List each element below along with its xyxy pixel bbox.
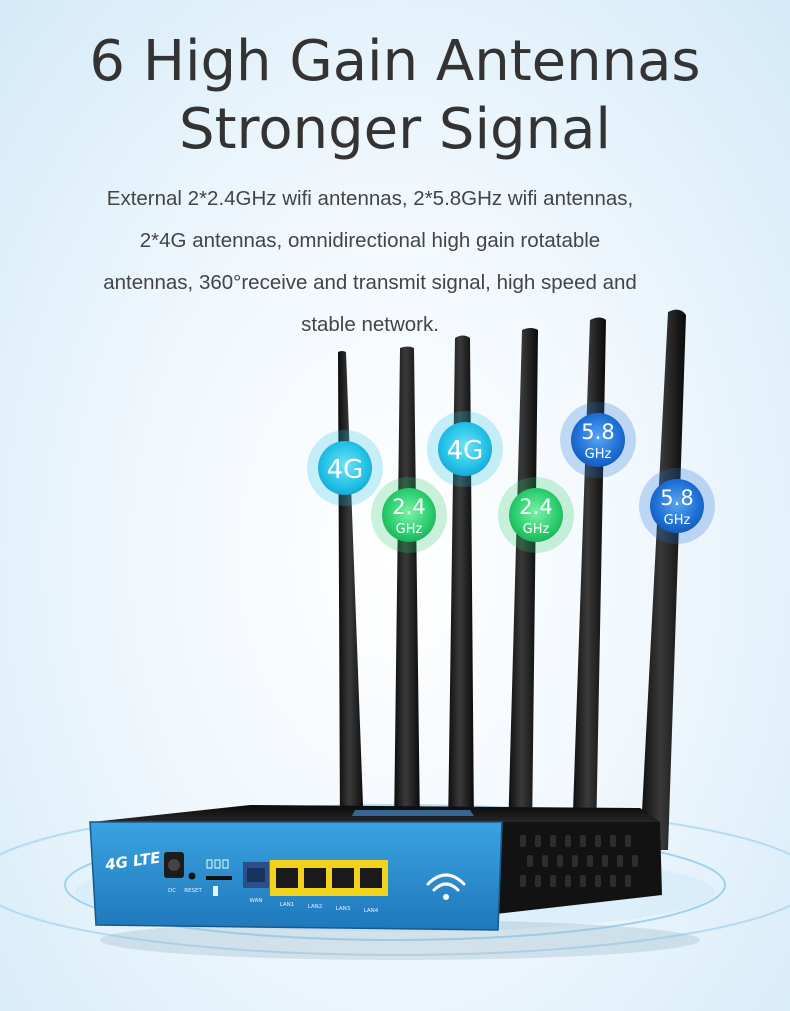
headline-line-2: Stronger Signal: [179, 97, 611, 162]
port-label-dc: DC: [168, 888, 176, 894]
description-line-2: 2*4G antennas, omnidirectional high gain…: [139, 229, 601, 252]
antenna-4: [508, 328, 538, 834]
description: External 2*2.4GHz wifi antennas, 2*5.8GH…: [25, 178, 715, 346]
vent-slots: [520, 835, 638, 887]
port-label-lan1: LAN1: [280, 902, 295, 908]
badge-value: 5.8: [660, 486, 693, 510]
port-label-lan4: LAN4: [364, 908, 379, 914]
description-line-4: stable network.: [301, 313, 439, 336]
wifi-icon: [426, 873, 466, 900]
antennas: [338, 309, 686, 851]
badge-5-8-lower: 5.8 GHz: [639, 468, 715, 544]
badge-value: 2.4: [392, 495, 425, 519]
badge-value: 4G: [327, 455, 364, 485]
badge-2-4-right: 2.4 GHz: [498, 477, 574, 553]
sim-icon: [206, 859, 232, 896]
badge-unit: GHz: [585, 447, 612, 462]
headline-line-1: 6 High Gain Antennas: [89, 29, 701, 94]
port-label-wan: WAN: [249, 898, 262, 904]
badge-unit: GHz: [523, 522, 550, 537]
badge-value: 5.8: [581, 420, 614, 444]
badge-unit: GHz: [396, 522, 423, 537]
port-label-reset: RESET: [184, 888, 202, 894]
badges: 4G 2.4 GHz 4G 2.4 GHz 5.8 GHz 5.: [307, 402, 715, 553]
description-line-3: antennas, 360°receive and transmit signa…: [103, 271, 637, 294]
description-line-1: External 2*2.4GHz wifi antennas, 2*5.8GH…: [106, 187, 634, 210]
port-label-lan2: LAN2: [308, 904, 323, 910]
antenna-2: [394, 346, 420, 830]
badge-value: 4G: [447, 436, 484, 466]
badge-4g-center: 4G: [427, 411, 503, 487]
router: 4G LTE DC RESET WAN LAN: [89, 805, 662, 931]
headline: 6 High Gain Antennas Stronger Signal: [0, 28, 790, 164]
reset-hole: [188, 872, 196, 880]
badge-2-4-left: 2.4 GHz: [371, 477, 447, 553]
port-label-lan3: LAN3: [336, 906, 351, 912]
badge-unit: GHz: [664, 513, 691, 528]
antenna-6: [640, 309, 686, 851]
antenna-5: [572, 317, 606, 840]
badge-5-8-upper: 5.8 GHz: [560, 402, 636, 478]
lan-ports: [270, 860, 388, 896]
led-strip: [352, 810, 474, 816]
badge-value: 2.4: [519, 495, 552, 519]
antenna-1: [338, 351, 364, 832]
antenna-3: [448, 335, 474, 830]
badge-4g-left: 4G: [307, 430, 383, 506]
